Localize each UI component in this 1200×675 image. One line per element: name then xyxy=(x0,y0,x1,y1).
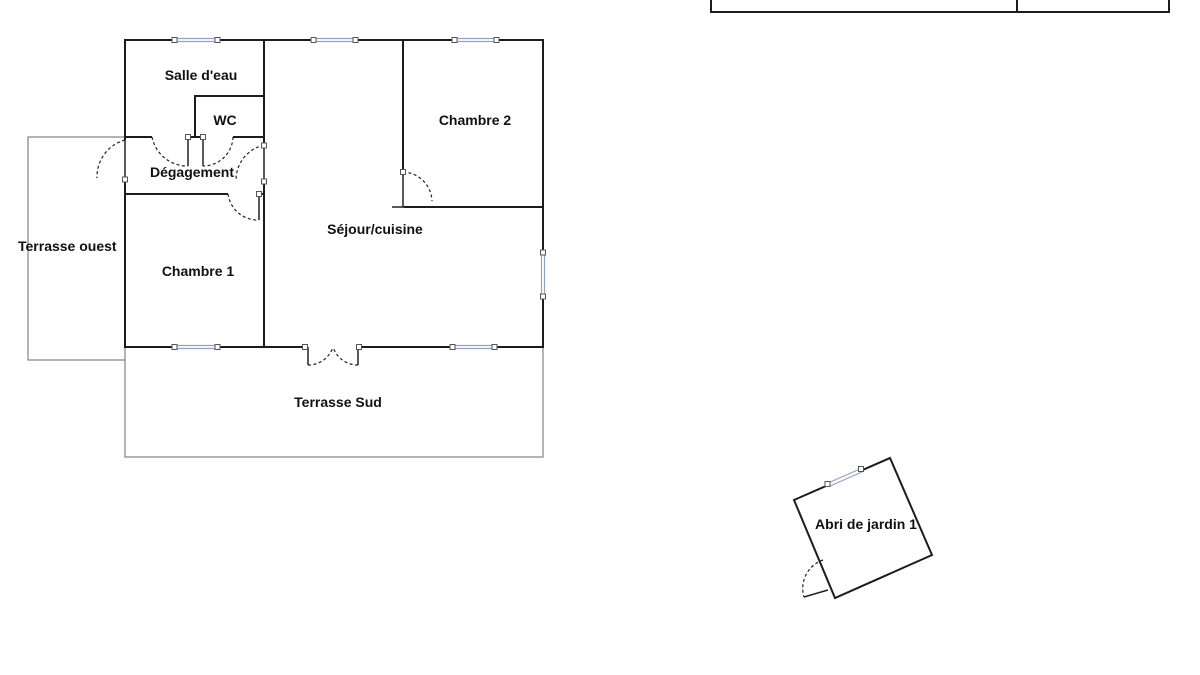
label-chambre-2: Chambre 2 xyxy=(439,112,512,128)
abri-de-jardin xyxy=(792,456,934,600)
label-salle-deau: Salle d'eau xyxy=(165,67,238,83)
window-salle-deau xyxy=(171,37,221,43)
door-terrasse-sud xyxy=(302,344,362,366)
top-right-frame xyxy=(710,0,1170,13)
label-terrasse-sud: Terrasse Sud xyxy=(294,394,382,410)
terrasse-ouest-outline xyxy=(27,136,125,361)
label-sejour-cuisine: Séjour/cuisine xyxy=(327,221,423,237)
label-chambre-1: Chambre 1 xyxy=(162,263,235,279)
window-sejour-east xyxy=(540,249,546,300)
terrasse-sud-outline xyxy=(124,347,544,458)
label-terrasse-ouest: Terrasse ouest xyxy=(18,238,117,254)
label-abri-de-jardin: Abri de jardin 1 xyxy=(815,516,917,532)
door-chambre-1 xyxy=(227,191,262,221)
window-sejour-south xyxy=(449,344,498,350)
label-wc: WC xyxy=(213,112,236,128)
door-chambre-2 xyxy=(392,169,433,208)
window-sejour-north xyxy=(310,37,359,43)
door-entry-west xyxy=(96,139,128,183)
door-wc xyxy=(200,134,234,167)
window-chambre-1 xyxy=(171,344,221,350)
label-degagement: Dégagement xyxy=(150,164,234,180)
house-walls xyxy=(124,39,544,348)
door-sejour-degagement xyxy=(235,142,267,185)
door-salle-deau xyxy=(151,134,191,167)
window-chambre-2 xyxy=(451,37,500,43)
